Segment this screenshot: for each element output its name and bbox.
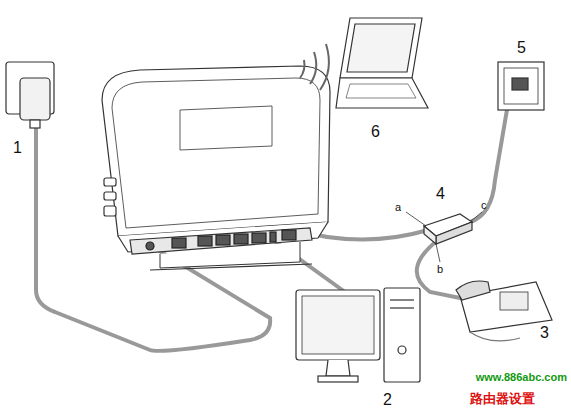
power-adapter bbox=[6, 62, 54, 128]
port-letter: c bbox=[481, 200, 487, 211]
callout-number: 1 bbox=[13, 140, 22, 156]
laptop bbox=[336, 18, 428, 108]
wall-jack bbox=[498, 62, 544, 110]
port-letter: a bbox=[395, 202, 401, 213]
callout-number: 6 bbox=[371, 124, 380, 140]
splitter bbox=[424, 214, 472, 244]
port-letter: b bbox=[437, 264, 443, 275]
wifi-signal bbox=[300, 44, 329, 90]
router-body bbox=[102, 66, 330, 270]
callout-number: 3 bbox=[540, 325, 549, 341]
watermark-title: 路由器设置 bbox=[470, 392, 535, 405]
telephone bbox=[456, 281, 552, 341]
callout-number: 2 bbox=[383, 392, 392, 408]
watermark-url: www.886abc.com bbox=[476, 372, 567, 383]
leader-line bbox=[406, 212, 482, 262]
desktop-computer bbox=[296, 288, 420, 382]
callout-number: 5 bbox=[517, 40, 526, 56]
callout-number: 4 bbox=[436, 186, 445, 202]
